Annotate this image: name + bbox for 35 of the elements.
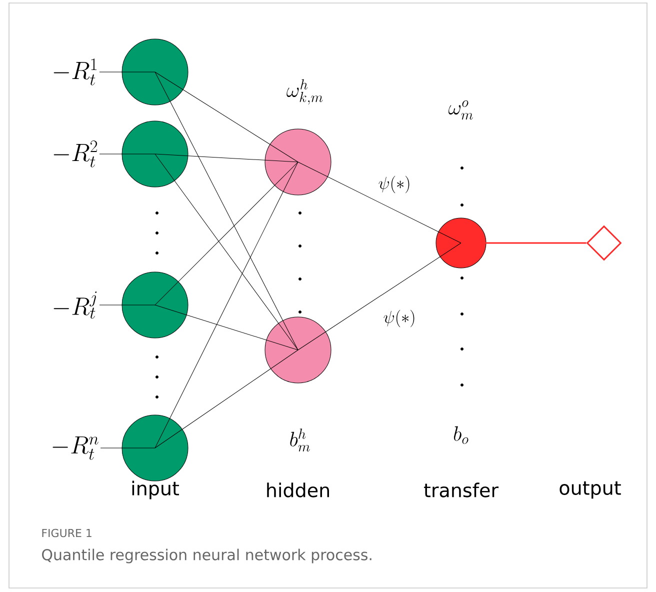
connection-line bbox=[154, 154, 298, 162]
connection-line bbox=[99, 304, 156, 306]
bias-symbol: $b_{m}^{h}$ bbox=[290, 428, 310, 452]
connection-line bbox=[298, 242, 462, 350]
layer-label: hidden bbox=[267, 482, 329, 498]
connection-line bbox=[154, 162, 298, 306]
input-neuron bbox=[122, 414, 188, 482]
input-label: $-R_{t}^{2}$ bbox=[54, 140, 98, 168]
input-label: $-R_{t}^{j}$ bbox=[54, 292, 97, 319]
edge-label: $\psi(*)$ bbox=[382, 308, 417, 328]
figure-number: FIGURE 1 bbox=[42, 528, 92, 538]
connection-line bbox=[298, 162, 462, 244]
connection-line bbox=[154, 350, 298, 448]
hidden-neuron bbox=[264, 128, 332, 196]
transfer-neuron bbox=[436, 218, 486, 268]
weight-symbol: $\omega_{m}^{o}$ bbox=[448, 100, 473, 120]
input-neuron bbox=[122, 120, 188, 188]
input-neuron bbox=[122, 272, 188, 338]
connection-line bbox=[154, 154, 298, 350]
connection-line bbox=[154, 72, 298, 350]
input-label: $-R_{t}^{n}$ bbox=[52, 436, 98, 460]
input-neuron bbox=[122, 38, 188, 106]
bias-symbol: $b_{o}$ bbox=[454, 426, 468, 444]
layer-label: output bbox=[560, 481, 621, 499]
layer-label: transfer bbox=[424, 482, 499, 498]
connection-line bbox=[154, 304, 298, 350]
connection-line bbox=[154, 162, 298, 448]
connection-line bbox=[461, 242, 586, 244]
caption: Quantile regression neural network process. bbox=[42, 548, 372, 564]
connection-line bbox=[154, 72, 298, 162]
input-label: $-R_{t}^{1}$ bbox=[54, 58, 96, 86]
hidden-neuron bbox=[264, 316, 332, 384]
weight-symbol: $\omega_{k,m}^{h}$ bbox=[286, 79, 323, 105]
layer-label: input bbox=[132, 480, 179, 500]
edge-label: $\psi(*)$ bbox=[377, 174, 412, 194]
